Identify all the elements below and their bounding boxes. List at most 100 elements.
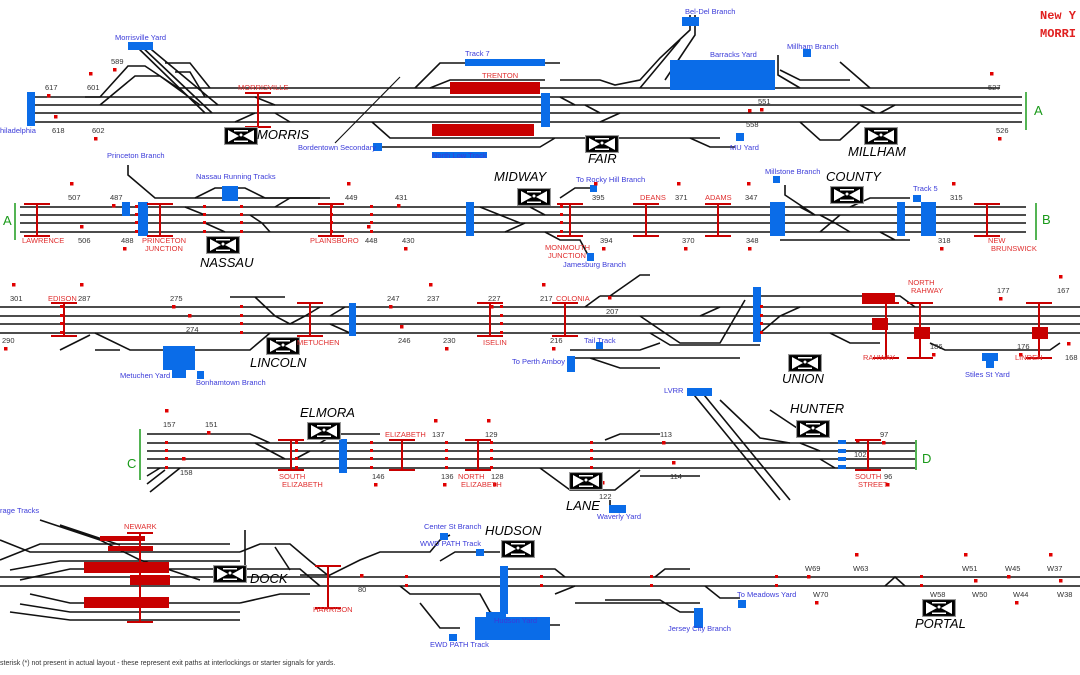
signal-dot[interactable] <box>856 439 860 443</box>
branch-label[interactable]: Nassau Running Tracks <box>196 172 276 181</box>
signal-dot[interactable] <box>445 347 449 351</box>
signal-dot[interactable] <box>135 221 138 224</box>
interlocking-icon[interactable] <box>922 599 956 617</box>
signal-dot[interactable] <box>182 457 186 461</box>
signal-dot[interactable] <box>490 457 493 460</box>
signal-dot[interactable] <box>672 461 676 465</box>
signal-dot[interactable] <box>89 72 93 76</box>
signal-dot[interactable] <box>135 213 138 216</box>
signal-dot[interactable] <box>590 441 593 444</box>
signal-dot[interactable] <box>998 137 1002 141</box>
signal-dot[interactable] <box>490 305 494 309</box>
signal-dot[interactable] <box>370 213 373 216</box>
signal-dot[interactable] <box>650 584 653 587</box>
interlocking-icon[interactable] <box>864 127 898 145</box>
signal-dot[interactable] <box>370 205 373 208</box>
signal-dot[interactable] <box>240 213 243 216</box>
signal-dot[interactable] <box>240 221 243 224</box>
signal-dot[interactable] <box>203 205 206 208</box>
branch-label[interactable]: Morrisville Yard <box>115 33 166 42</box>
signal-dot[interactable] <box>650 575 653 578</box>
signal-dot[interactable] <box>172 305 176 309</box>
branch-label[interactable]: Waverly Yard <box>597 512 641 521</box>
signal-dot[interactable] <box>760 322 763 325</box>
signal-dot[interactable] <box>542 283 546 287</box>
signal-dot[interactable] <box>405 584 408 587</box>
signal-dot[interactable] <box>429 283 433 287</box>
branch-label[interactable]: hiladelphia <box>0 126 37 135</box>
signal-dot[interactable] <box>54 115 58 119</box>
signal-dot[interactable] <box>1007 575 1011 579</box>
interlocking-icon[interactable] <box>307 422 341 440</box>
branch-label[interactable]: Barracks Yard <box>710 50 757 59</box>
signal-dot[interactable] <box>165 449 168 452</box>
interlocking-icon[interactable] <box>266 337 300 355</box>
signal-dot[interactable] <box>560 230 563 233</box>
signal-dot[interactable] <box>990 72 994 76</box>
signal-dot[interactable] <box>240 314 243 317</box>
branch-label[interactable]: MU Yard <box>730 143 759 152</box>
signal-dot[interactable] <box>490 441 493 444</box>
branch-label[interactable]: Millham Branch <box>787 42 839 51</box>
signal-dot[interactable] <box>434 419 438 423</box>
signal-dot[interactable] <box>389 305 393 309</box>
signal-dot[interactable] <box>397 204 401 208</box>
signal-dot[interactable] <box>500 331 503 334</box>
signal-dot[interactable] <box>370 441 373 444</box>
branch-label[interactable]: Princeton Branch <box>107 151 165 160</box>
branch-label[interactable]: Bel-Del Branch <box>685 7 735 16</box>
interlocking-icon[interactable] <box>213 565 247 583</box>
signal-dot[interactable] <box>684 247 688 251</box>
signal-dot[interactable] <box>760 108 764 112</box>
signal-dot[interactable] <box>4 347 8 351</box>
signal-dot[interactable] <box>370 449 373 452</box>
signal-dot[interactable] <box>123 247 127 251</box>
signal-dot[interactable] <box>602 247 606 251</box>
signal-dot[interactable] <box>94 137 98 141</box>
signal-dot[interactable] <box>330 221 333 224</box>
signal-dot[interactable] <box>12 283 16 287</box>
signal-dot[interactable] <box>240 322 243 325</box>
signal-dot[interactable] <box>920 584 923 587</box>
signal-dot[interactable] <box>330 230 333 233</box>
interlocking-icon[interactable] <box>796 420 830 438</box>
signal-dot[interactable] <box>952 182 956 186</box>
signal-dot[interactable] <box>964 553 968 557</box>
signal-dot[interactable] <box>443 483 447 487</box>
signal-dot[interactable] <box>1067 342 1071 346</box>
signal-dot[interactable] <box>370 466 373 469</box>
signal-dot[interactable] <box>760 305 763 308</box>
signal-dot[interactable] <box>560 205 563 208</box>
signal-dot[interactable] <box>487 419 491 423</box>
signal-dot[interactable] <box>60 314 63 317</box>
interlocking-icon[interactable] <box>224 127 258 145</box>
signal-dot[interactable] <box>370 457 373 460</box>
branch-label[interactable]: Track 5 <box>913 184 938 193</box>
signal-dot[interactable] <box>540 575 543 578</box>
signal-dot[interactable] <box>775 584 778 587</box>
signal-dot[interactable] <box>240 305 243 308</box>
branch-label[interactable]: EWD PATH Track <box>430 640 489 649</box>
signal-dot[interactable] <box>490 466 493 469</box>
branch-label[interactable]: rage Tracks <box>0 506 39 515</box>
signal-dot[interactable] <box>552 347 556 351</box>
signal-dot[interactable] <box>113 68 117 72</box>
signal-dot[interactable] <box>47 94 51 98</box>
signal-dot[interactable] <box>1019 353 1023 357</box>
signal-dot[interactable] <box>932 353 936 357</box>
signal-dot[interactable] <box>295 449 298 452</box>
signal-dot[interactable] <box>70 182 74 186</box>
signal-dot[interactable] <box>240 205 243 208</box>
branch-label[interactable]: To Meadows Yard <box>737 590 796 599</box>
interlocking-icon[interactable] <box>206 236 240 254</box>
interlocking-icon[interactable] <box>830 186 864 204</box>
signal-dot[interactable] <box>807 575 811 579</box>
branch-label[interactable]: LVRR <box>664 386 684 395</box>
branch-label[interactable]: Tail Track <box>584 336 616 345</box>
signal-dot[interactable] <box>920 575 923 578</box>
branch-label[interactable]: Stiles St Yard <box>965 370 1010 379</box>
signal-dot[interactable] <box>165 457 168 460</box>
signal-dot[interactable] <box>940 247 944 251</box>
signal-dot[interactable] <box>560 221 563 224</box>
interlocking-icon[interactable] <box>788 354 822 372</box>
